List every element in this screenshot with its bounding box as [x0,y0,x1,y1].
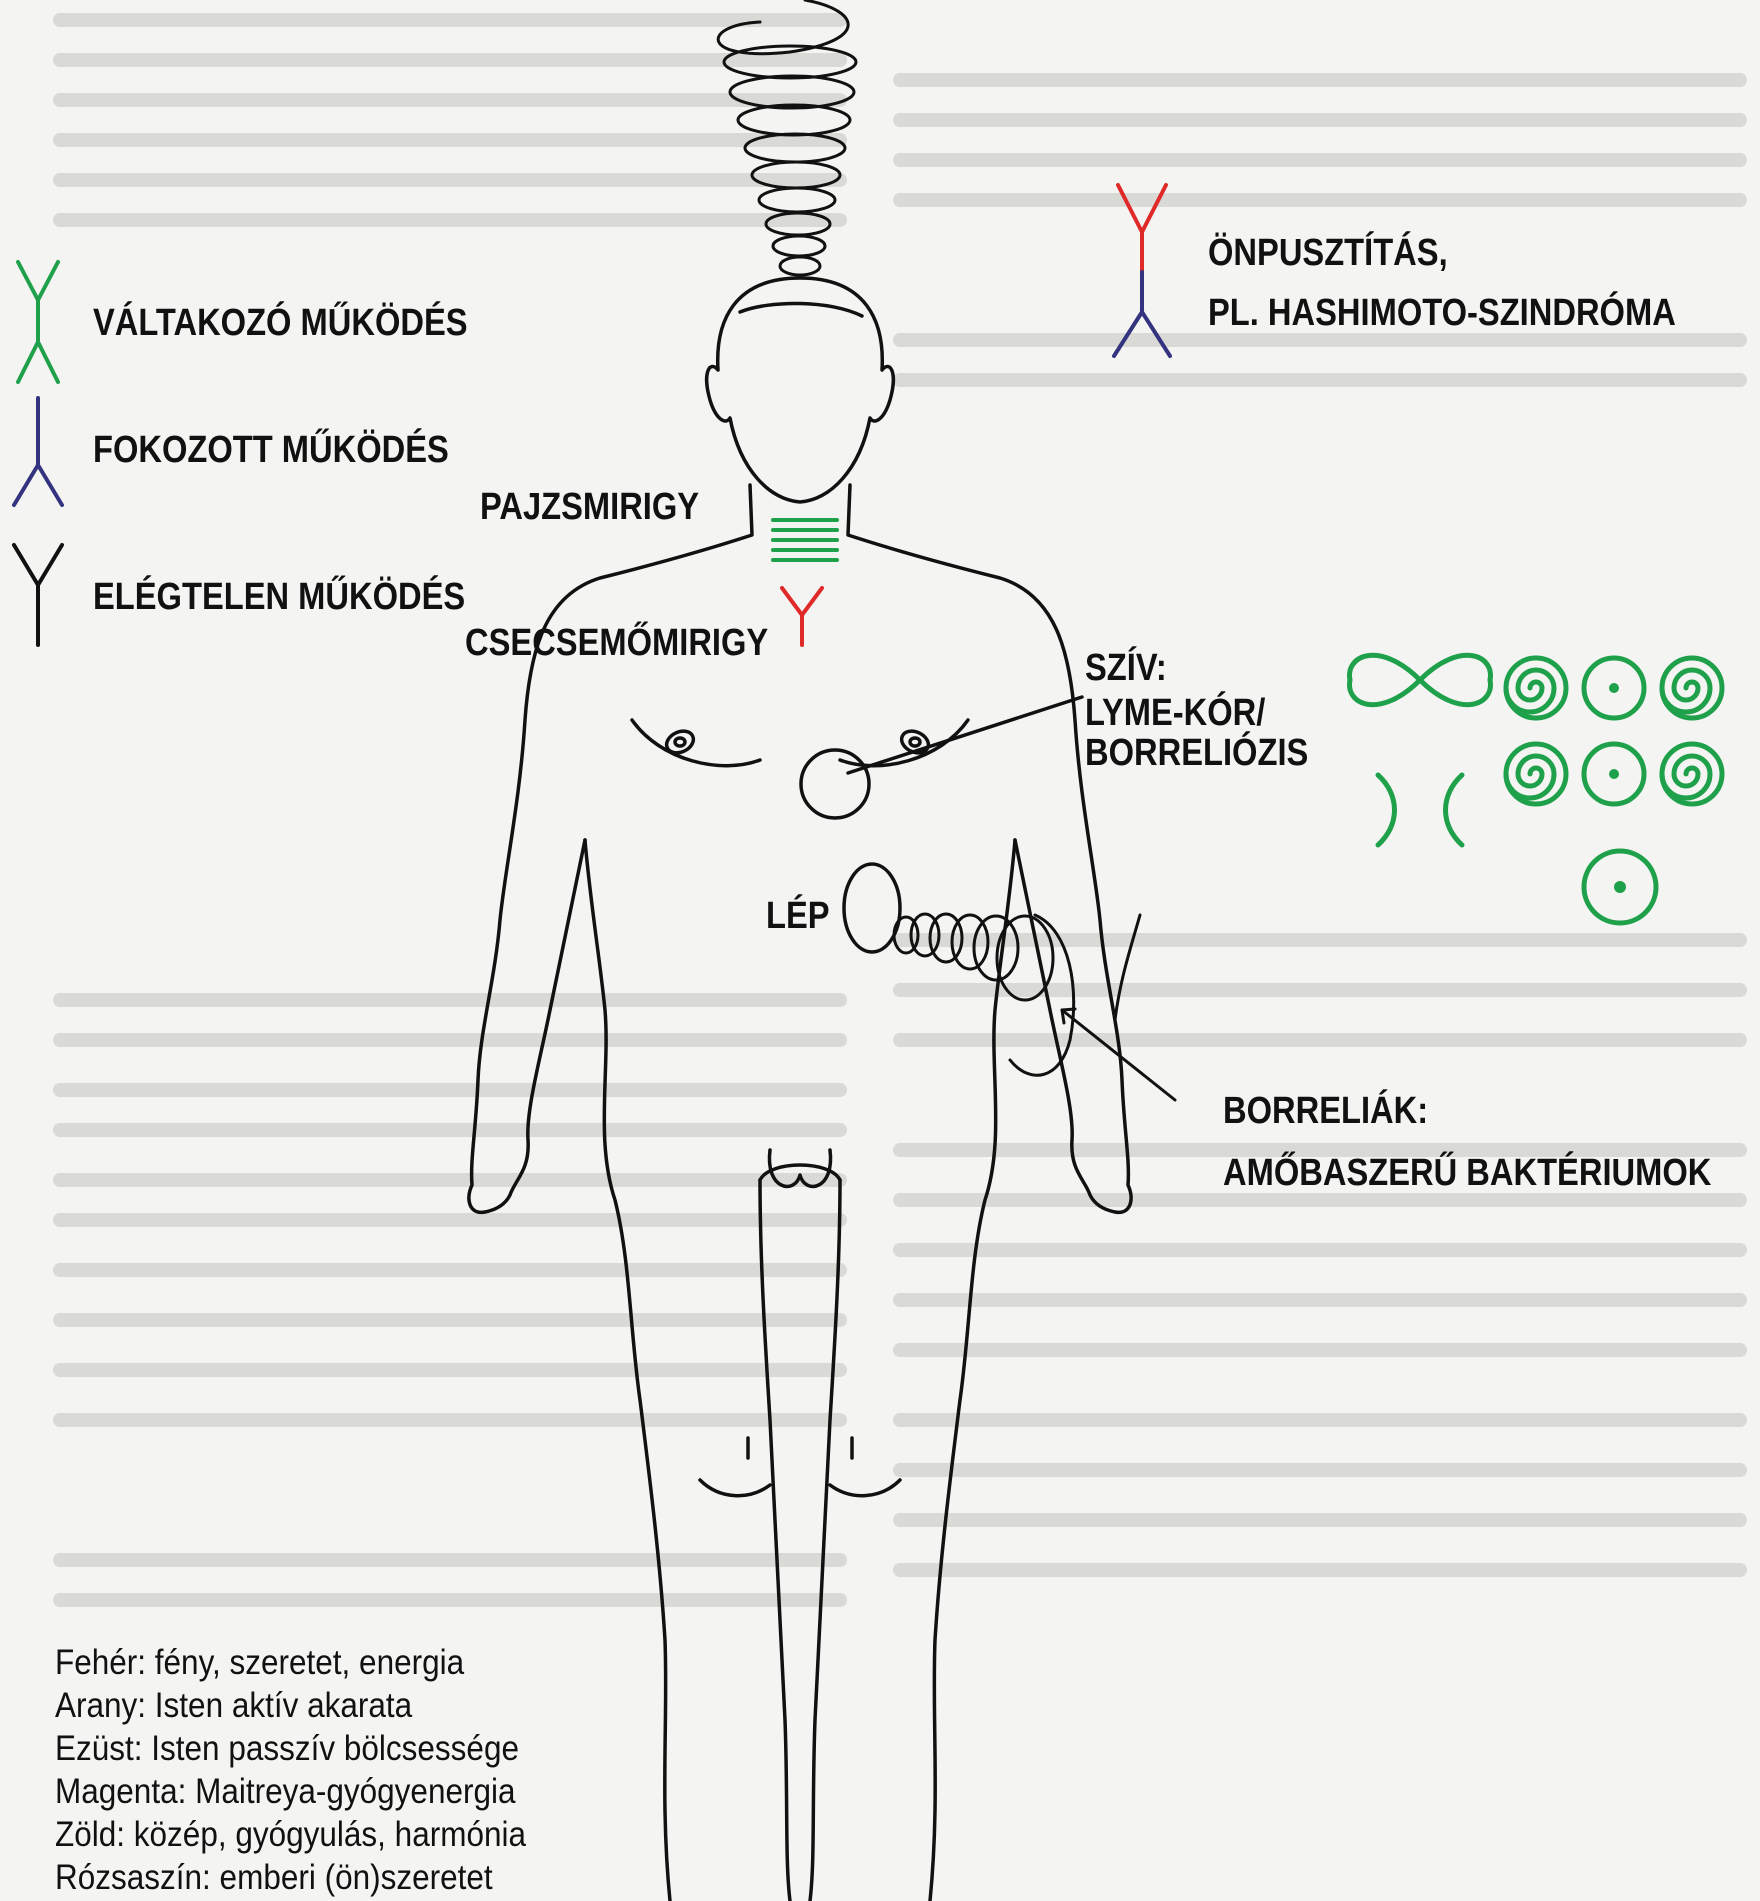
inverted-y-icon [14,398,62,505]
crown-spiral-icon [718,0,856,275]
spiral-icon [1662,744,1722,804]
amoeba-bacteria-label: AMŐBASZERŰ BAKTÉRIUMOK [1223,1150,1711,1196]
heart-label: SZÍV: [1085,645,1167,691]
self-destruction-icon [1114,185,1170,356]
legend-insufficient-label: ELÉGTELEN MŰKÖDÉS [93,574,465,620]
heart-marker [801,697,1082,818]
color-legend-gold: Arany: Isten aktív akarata [55,1685,412,1727]
double-arc-icon [1378,775,1462,845]
thymus-marker [782,588,822,645]
thyroid-label: PAJZSMIRIGY [480,484,699,530]
hashimoto-label: PL. HASHIMOTO-SZINDRÓMA [1208,290,1676,336]
healing-symbols [1350,655,1722,923]
self-destruction-title: ÖNPUSZTÍTÁS, [1208,230,1448,276]
color-legend-pink: Rózsaszín: emberi (ön)szeretet [55,1857,493,1899]
color-legend-white: Fehér: fény, szeretet, energia [55,1642,464,1684]
borreliosis-label: BORRELIÓZIS [1085,730,1308,776]
color-legend-magenta: Magenta: Maitreya-gyógyenergia [55,1771,516,1813]
color-legend-green: Zöld: közép, gyógyulás, harmónia [55,1814,526,1856]
thymus-label: CSECSEMŐMIRIGY [465,620,768,666]
legend-increased-label: FOKOZOTT MŰKÖDÉS [93,427,449,473]
spleen-label: LÉP [766,893,830,939]
spiral-icon [1506,744,1566,804]
borrelia-title: BORRELIÁK: [1223,1088,1428,1134]
legend-alternating-label: VÁLTAKOZÓ MŰKÖDÉS [93,300,468,346]
double-y-icon [18,262,58,382]
y-icon [14,545,62,645]
spiral-icon [1506,658,1566,718]
thyroid-marker [773,520,837,560]
spleen-marker [844,864,900,952]
color-legend-silver: Ezüst: Isten passzív bölcsessége [55,1728,519,1770]
spiral-icon [1662,658,1722,718]
infinity-icon [1350,655,1491,704]
